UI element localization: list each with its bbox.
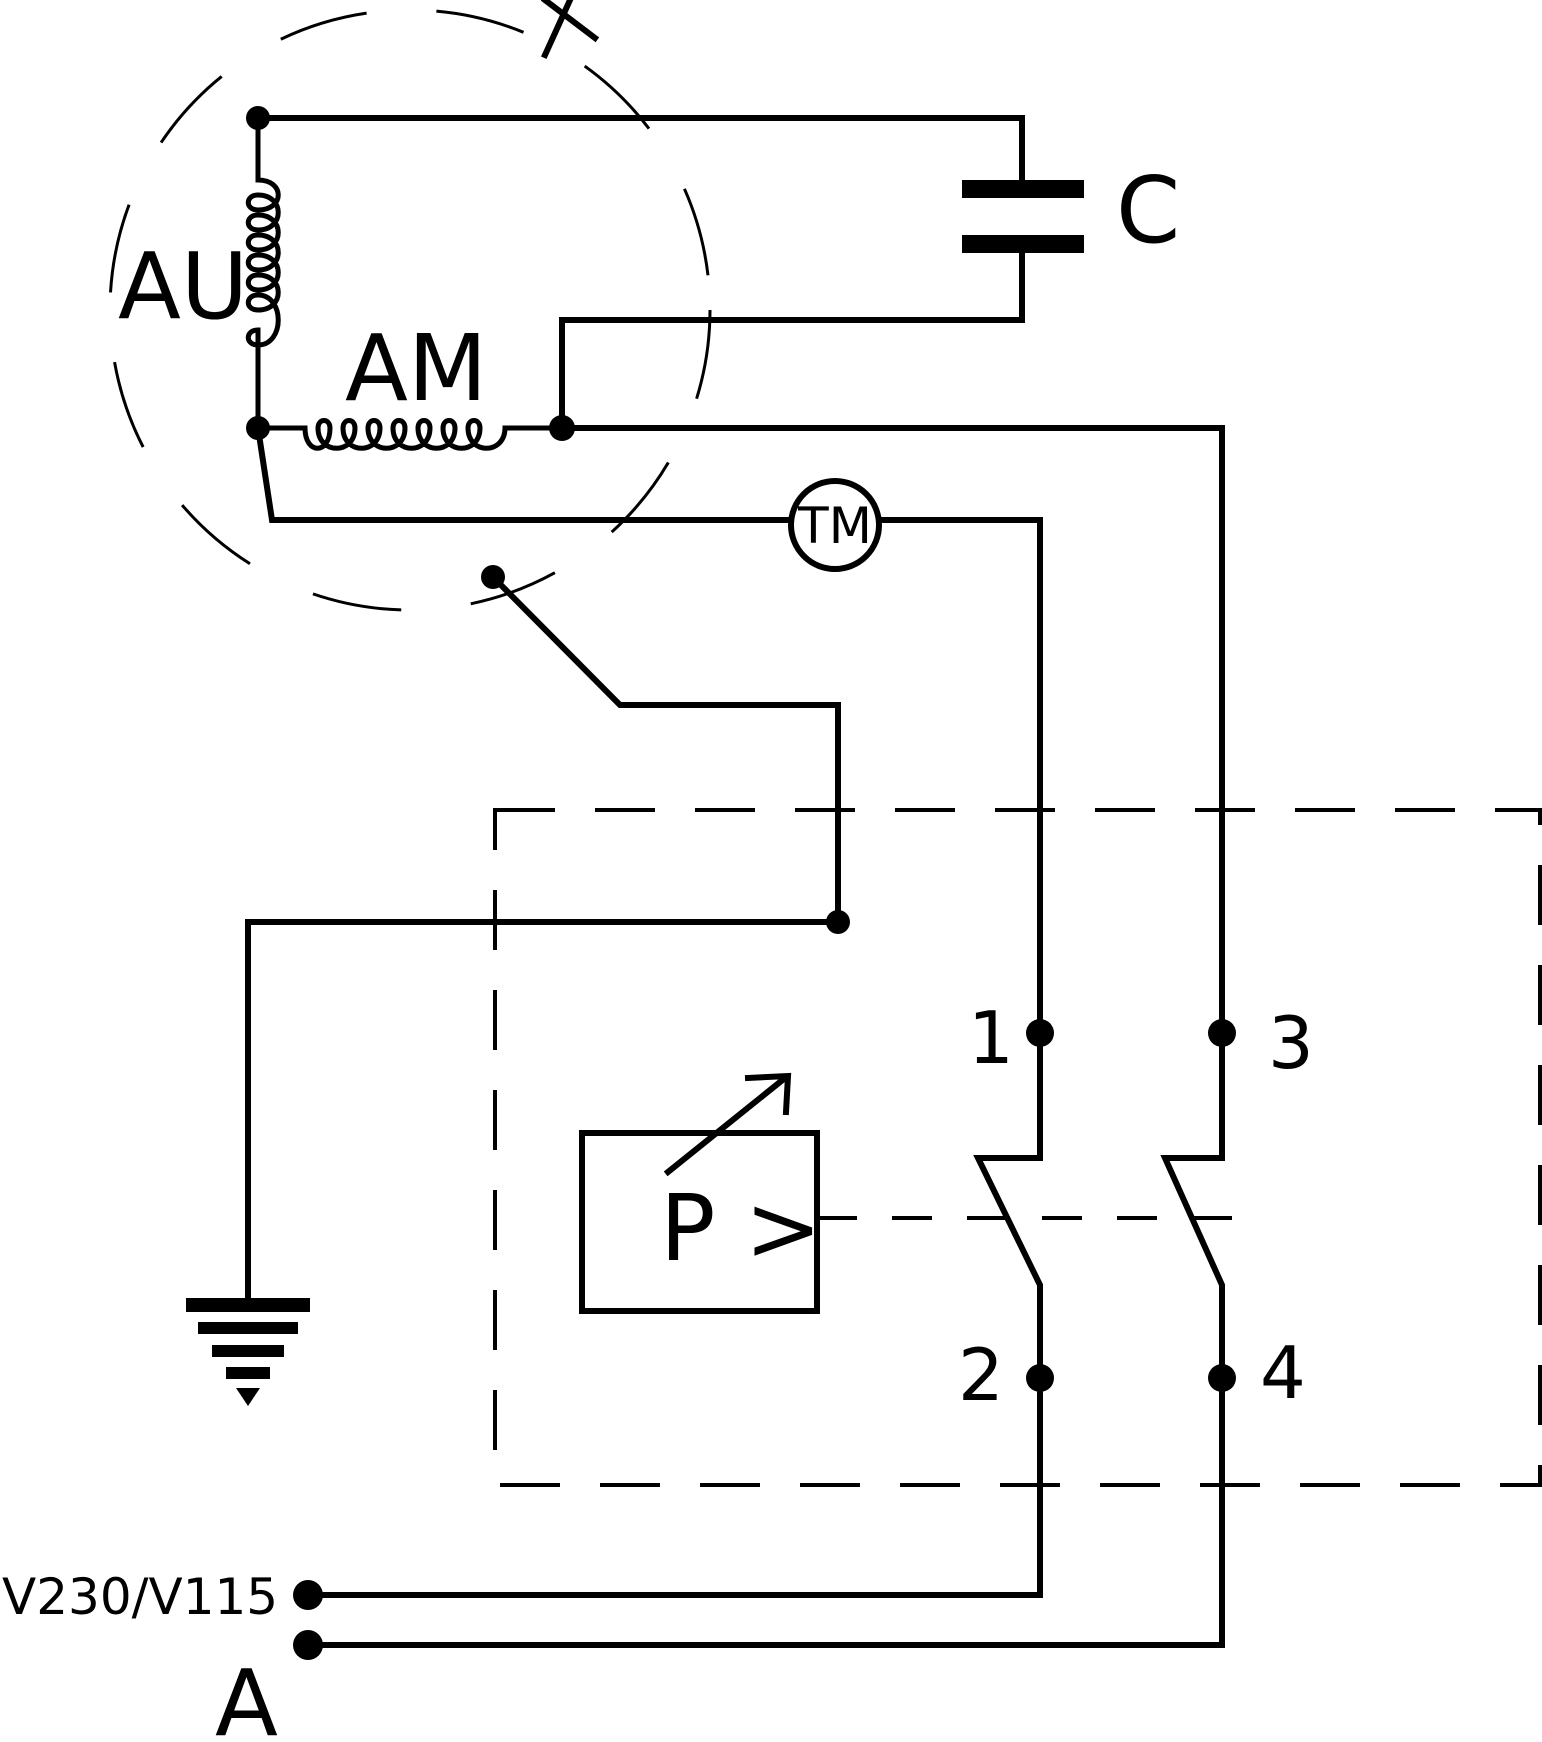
pressure-switch-label: P > (660, 1175, 822, 1282)
contact-4-label: 4 (1260, 1331, 1306, 1415)
earth-bar-2 (198, 1322, 298, 1334)
wire-protector-to-contact-1 (877, 517, 1043, 1036)
wire-capacitor-to-junction (559, 249, 1025, 431)
earth-bar-3 (212, 1345, 284, 1357)
capacitor-plate-top (962, 180, 1084, 198)
contact-1-label: 1 (968, 996, 1014, 1080)
junction-common (246, 416, 270, 440)
wire-frame-ground (245, 572, 841, 1303)
wire-contact-4-to-a (305, 1375, 1225, 1648)
adjustable-arrow-head (744, 1072, 792, 1116)
junction-main-winding (549, 415, 575, 441)
auxiliary-winding-label: AU (118, 233, 248, 340)
capacitor-plate-bottom (962, 235, 1084, 253)
pressure-switch-enclosure (493, 808, 1542, 1487)
junction-top-left (246, 106, 270, 130)
adjustable-arrow-shaft (663, 1073, 790, 1177)
supply-terminal-dot (293, 1580, 323, 1610)
ground-junction (826, 910, 850, 934)
earth-bar-1 (186, 1298, 310, 1312)
auxiliary-winding-coil (245, 118, 281, 428)
main-winding-coil (258, 418, 562, 451)
switch-left (973, 1030, 1043, 1381)
motor-housing-outline (108, 8, 712, 612)
earth-tip (236, 1388, 260, 1406)
wire-contact-2-to-supply (305, 1375, 1043, 1598)
terminal-a-dot (293, 1630, 323, 1660)
switch-right (1160, 1030, 1225, 1381)
contact-3-label: 3 (1268, 1001, 1314, 1085)
wire-to-contact-3 (559, 425, 1225, 1036)
contact-2-label: 2 (958, 1333, 1004, 1417)
thermal-protector-label: TM (797, 497, 872, 555)
motor-housing-mark (540, 0, 600, 59)
supply-terminal-label: V230/V115 (2, 1568, 278, 1626)
thermal-protector-symbol (788, 478, 882, 572)
pressure-sensor-box (579, 1130, 820, 1314)
wire-common-to-protector (254, 424, 793, 523)
wire-top-to-capacitor (255, 115, 1025, 186)
terminal-a-label: A (215, 1650, 278, 1742)
capacitor-label: C (1116, 157, 1180, 264)
earth-bar-4 (226, 1367, 270, 1379)
main-winding-label: AM (345, 315, 487, 422)
